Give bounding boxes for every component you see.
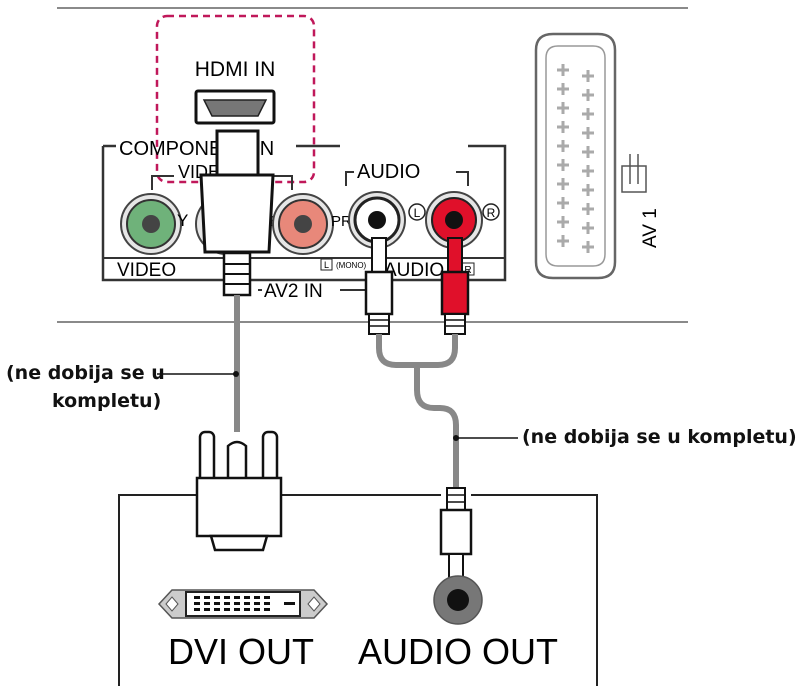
audio-cable-note: (ne dobija se u kompletu)	[522, 426, 797, 448]
dvi-pin	[194, 602, 200, 605]
scart-pin	[561, 64, 565, 76]
hdmi-dvi-cable	[157, 129, 275, 432]
component-panel-frame	[101, 144, 507, 282]
scart-direction-icon	[621, 154, 647, 193]
mono-l-badge: L	[320, 258, 333, 271]
dvi-pin	[264, 602, 270, 605]
dvi-pin	[194, 608, 200, 611]
dvi-pin	[244, 608, 250, 611]
audio-left-jack[interactable]	[348, 191, 406, 249]
audio-r-badge: R	[482, 203, 500, 221]
dvi-pin	[264, 596, 270, 599]
dvi-pin	[194, 596, 200, 599]
scart-pin	[586, 89, 590, 101]
svg-text:R: R	[464, 265, 471, 276]
scart-pin	[586, 165, 590, 177]
audio-out-label: AUDIO OUT	[358, 631, 558, 672]
hdmi-cable-note-line2: kompletu)	[52, 390, 162, 412]
scart-pin	[561, 216, 565, 228]
svg-text:L: L	[414, 206, 421, 220]
rca-audio-cable	[364, 237, 518, 585]
dvi-pin	[264, 608, 270, 611]
jack-y-label: Y	[177, 211, 188, 230]
audio-right-jack[interactable]	[425, 191, 483, 249]
scart-pin	[561, 197, 565, 209]
dvi-pin	[214, 608, 220, 611]
dvi-pin	[254, 608, 260, 611]
scart-pin	[586, 222, 590, 234]
scart-pin	[561, 121, 565, 133]
scart-pin	[561, 83, 565, 95]
hdmi-cable-note-line1: (ne dobija se u	[6, 362, 165, 384]
scart-pin	[586, 203, 590, 215]
mono-label: (MONO)	[336, 261, 367, 270]
dvi-pin	[214, 596, 220, 599]
scart-pin	[561, 159, 565, 171]
hdmi-port[interactable]	[194, 89, 276, 125]
component-pr-jack[interactable]	[272, 193, 334, 255]
scart-pin	[586, 241, 590, 253]
scart-pin	[561, 235, 565, 247]
svg-text:R: R	[487, 206, 496, 220]
dvi-pin	[204, 602, 210, 605]
audio-bracket	[345, 171, 469, 186]
scart-pin	[586, 146, 590, 158]
dvi-pin	[234, 602, 240, 605]
av1-label: AV 1	[640, 208, 661, 248]
av2-audio-label: AUDIO	[384, 260, 444, 281]
scart-pin	[586, 70, 590, 82]
component-y-jack[interactable]	[120, 193, 182, 255]
dvi-pin	[214, 602, 220, 605]
dvi-pin	[254, 596, 260, 599]
scart-pin	[561, 178, 565, 190]
dvi-pin	[204, 596, 210, 599]
dvi-pin	[234, 608, 240, 611]
dvi-pin	[224, 608, 230, 611]
dvi-out-port[interactable]	[157, 589, 329, 619]
jack-pr-label: PR	[331, 213, 352, 230]
dvi-pin	[244, 596, 250, 599]
dvi-pin	[244, 602, 250, 605]
audio-l-badge: L	[408, 203, 426, 221]
audio-label: AUDIO	[357, 161, 420, 183]
dvi-pin	[234, 596, 240, 599]
device-box	[118, 494, 598, 686]
dvi-pin	[224, 602, 230, 605]
dvi-pin	[224, 596, 230, 599]
dvi-out-label: DVI OUT	[168, 631, 314, 672]
audio-out-port[interactable]	[433, 575, 483, 625]
scart-pin	[586, 108, 590, 120]
component-video-bracket	[151, 175, 293, 190]
scart-pin	[561, 140, 565, 152]
dvi-pin	[204, 608, 210, 611]
hdmi-in-label: HDMI IN	[195, 58, 276, 81]
dvi-pin	[254, 602, 260, 605]
scart-pin	[561, 102, 565, 114]
scart-connector[interactable]	[534, 32, 617, 280]
dvi-plug	[195, 430, 283, 552]
video-label: VIDEO	[117, 260, 176, 281]
svg-text:L: L	[324, 260, 329, 270]
av2-in-label: AV2 IN	[264, 281, 323, 302]
scart-pin	[586, 127, 590, 139]
scart-pin	[586, 184, 590, 196]
